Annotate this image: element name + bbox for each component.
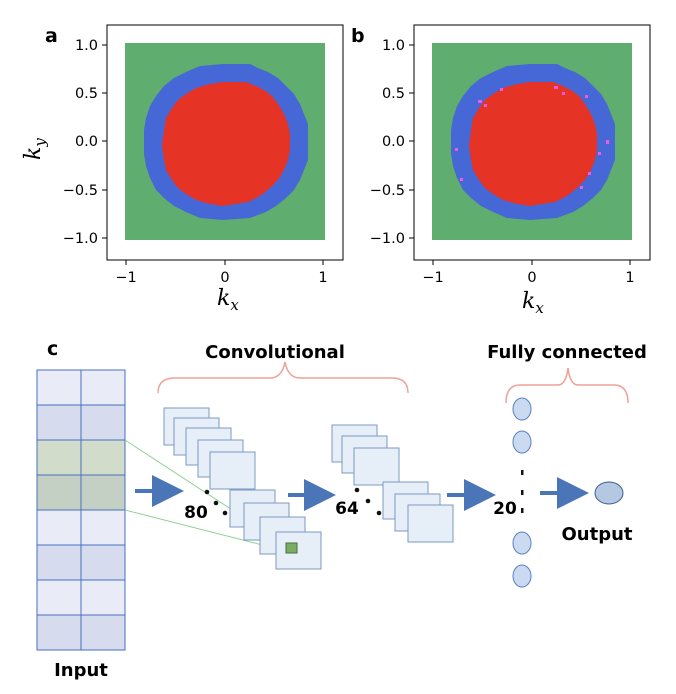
- input-cell: [80, 509, 126, 546]
- feature-map: [353, 447, 400, 486]
- misclassified-point: [585, 95, 588, 98]
- panel-a-letter: a: [45, 25, 58, 47]
- plot-b-xtick: −1: [422, 270, 443, 286]
- plot-a-ytick: −0.5: [63, 183, 98, 199]
- input-cell: [36, 509, 82, 546]
- input-cell: [36, 579, 82, 616]
- neuron: [512, 397, 532, 421]
- plot-b-ytick: 1.0: [382, 38, 405, 54]
- plot-a-classification-map: [125, 43, 325, 240]
- plot-b-xlabel: kx: [522, 289, 544, 317]
- misclassified-point: [598, 152, 601, 155]
- input-cell: [36, 474, 82, 511]
- plot-a-xtick: 0: [220, 270, 229, 286]
- misclassified-point: [455, 148, 458, 151]
- plot-a-ytick: 0.5: [75, 86, 98, 102]
- plot-b-ytick: −1.0: [370, 231, 405, 247]
- convolutional-brace: [157, 361, 409, 394]
- conv-layer-2-count: 64: [335, 499, 359, 519]
- neuron: [512, 564, 532, 588]
- feature-map: [275, 531, 322, 570]
- dense-layer: [512, 397, 532, 588]
- input-cell: [80, 474, 126, 511]
- misclassified-point: [500, 88, 503, 91]
- conv-layer-1-ellipsis: [204, 489, 228, 516]
- input-cell: [36, 544, 82, 581]
- plot-a-core-region: [162, 82, 290, 206]
- misclassified-point: [562, 92, 565, 95]
- plot-b-xtick: 1: [625, 270, 634, 286]
- fully-connected-brace: [505, 367, 629, 404]
- panel-c: c Input Convolutional: [36, 338, 647, 681]
- input-cell: [80, 614, 126, 651]
- fully-connected-label: Fully connected: [487, 342, 647, 363]
- panel-c-letter: c: [47, 338, 58, 360]
- flow-arrows: [135, 475, 589, 511]
- input-grid: [36, 369, 126, 651]
- input-cell: [36, 439, 82, 476]
- panel-b: b: [351, 24, 651, 317]
- plot-b-xtick: 0: [527, 270, 536, 286]
- output-label: Output: [561, 524, 632, 545]
- conv-layer-2-ellipsis: [354, 487, 382, 516]
- misclassified-point: [554, 86, 558, 89]
- plot-b-ytick: 0.0: [382, 134, 405, 150]
- panel-b-letter: b: [351, 25, 365, 47]
- plot-b-tick-marks: [409, 44, 631, 265]
- dense-layer-count: 20: [493, 499, 517, 519]
- plot-a-xlabel: kx: [217, 286, 239, 314]
- panel-a: a −1 0 1 1.0 0.5 0.0 −0.5 −1.0 kx ky: [21, 24, 344, 314]
- input-cell: [80, 404, 126, 441]
- plot-b-misclassified-points: [455, 86, 609, 189]
- plot-a-ytick: −1.0: [63, 231, 98, 247]
- output-neuron: [594, 481, 624, 505]
- feature-map: [407, 504, 454, 543]
- feature-map: [209, 451, 256, 490]
- conv-layer-1: [163, 407, 322, 570]
- misclassified-point: [478, 100, 482, 103]
- plot-a-ytick: 0.0: [75, 134, 98, 150]
- plot-a-xtick: 1: [318, 270, 327, 286]
- dense-layer-ellipsis: [521, 470, 524, 513]
- neuron: [512, 531, 532, 555]
- plot-a-ylabel: ky: [21, 138, 49, 160]
- conv-layer-2: [331, 424, 454, 543]
- plot-b-core-region: [469, 82, 597, 206]
- plot-a-ytick: 1.0: [75, 38, 98, 54]
- convolutional-label: Convolutional: [205, 342, 345, 363]
- plot-a-tick-marks: [102, 44, 324, 265]
- misclassified-point: [580, 186, 583, 189]
- input-cell: [36, 614, 82, 651]
- misclassified-point: [460, 178, 463, 181]
- input-cell: [36, 369, 82, 406]
- neuron: [512, 430, 532, 454]
- input-cell: [80, 369, 126, 406]
- misclassified-point: [588, 172, 591, 175]
- plot-b-ytick: −0.5: [370, 183, 405, 199]
- misclassified-point: [484, 104, 487, 107]
- input-label: Input: [54, 660, 108, 681]
- plot-a-xtick: −1: [115, 270, 136, 286]
- conv-layer-1-count: 80: [184, 503, 208, 523]
- plot-b-ytick: 0.5: [382, 86, 405, 102]
- input-cell: [80, 439, 126, 476]
- kernel-highlight: [285, 542, 298, 554]
- input-cell: [80, 544, 126, 581]
- input-cell: [36, 404, 82, 441]
- input-cell: [80, 579, 126, 616]
- plot-b-classification-map: [432, 43, 632, 240]
- misclassified-point: [606, 140, 609, 144]
